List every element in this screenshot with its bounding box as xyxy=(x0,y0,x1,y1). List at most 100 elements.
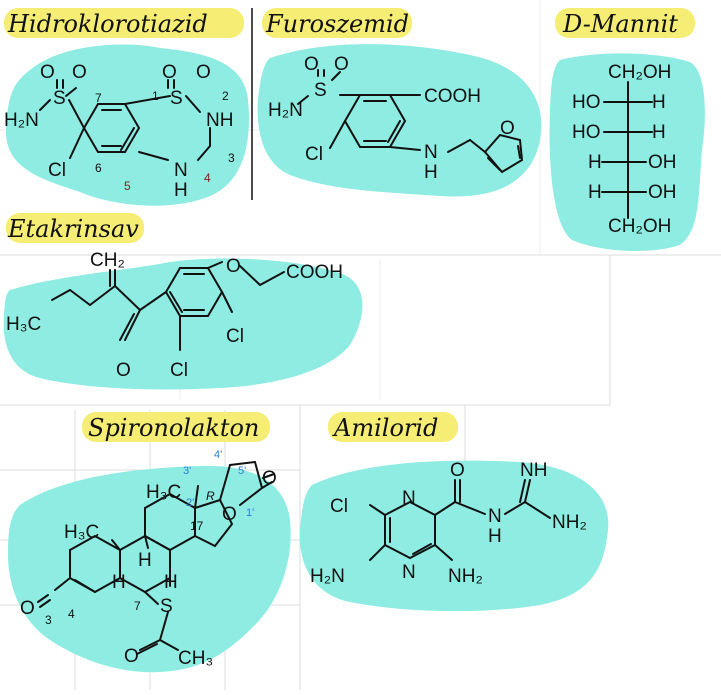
spiro-h3c-a: H₃C xyxy=(64,522,99,543)
spiro-num-2p: 2' xyxy=(186,497,194,509)
furo-h: H xyxy=(424,162,438,183)
structure-spironolactone: H₃C H₃C H H H O O O S O CH₃ R 17 3 4 7 3… xyxy=(20,449,277,669)
spiro-o-lac: O xyxy=(262,468,277,489)
mannit-row1-left: HO xyxy=(572,92,601,113)
hctz-n: N xyxy=(174,160,188,181)
hctz-num-5: 5 xyxy=(124,179,131,193)
furo-cooh: COOH xyxy=(424,86,481,107)
amilorid-h-amide: H xyxy=(488,526,502,547)
amilorid-cl: Cl xyxy=(330,496,348,517)
mannit-row1-right: H xyxy=(652,92,666,113)
hctz-cl: Cl xyxy=(48,160,66,181)
structure-hydrochlorothiazide: O O S H₂N O O S NH N H Cl 7 1 2 3 4 5 6 xyxy=(4,62,235,201)
mannit-row3-right: OH xyxy=(648,152,677,173)
spiro-h3c-b: H₃C xyxy=(146,482,181,503)
hctz-s1: S xyxy=(53,88,66,109)
spiro-o-keto: O xyxy=(20,598,35,619)
highlight-amilorid xyxy=(328,412,458,442)
spiro-num-3p: 3' xyxy=(183,465,191,477)
mannit-row3-left: H xyxy=(588,152,602,173)
amilorid-n1: N xyxy=(402,488,416,509)
furo-o-ring: O xyxy=(500,118,515,139)
highlight-spiro xyxy=(82,412,270,442)
hctz-h2n: H₂N xyxy=(4,110,39,131)
spiro-num-4: 4 xyxy=(68,607,75,621)
mannit-row4-right: OH xyxy=(648,182,677,203)
etakrin-ch2: CH₂ xyxy=(90,250,125,271)
titles: Hidroklorotiazid Furoszemid D-Mannit Eta… xyxy=(7,10,678,442)
amilorid-n2: N xyxy=(402,562,416,583)
etakrin-cl2: Cl xyxy=(170,360,188,381)
blob-spiro xyxy=(8,465,291,673)
spiro-o-ring: O xyxy=(222,504,237,525)
mannit-row2-right: H xyxy=(652,122,666,143)
spiro-r: R xyxy=(206,489,215,503)
etakrin-o-keto: O xyxy=(116,360,131,381)
spiro-num-7: 7 xyxy=(134,599,141,613)
highlight-mannit xyxy=(555,8,695,38)
mannit-bottom: CH₂OH xyxy=(608,216,671,237)
hctz-o3: O xyxy=(162,62,177,83)
structure-furosemide: O O S H₂N COOH Cl N H O xyxy=(268,54,524,183)
furo-n: N xyxy=(424,142,438,163)
hctz-h: H xyxy=(174,180,188,201)
etakrin-cooh: COOH xyxy=(286,262,343,283)
blob-amilorid xyxy=(299,460,609,612)
spiro-num-4p: 4' xyxy=(214,449,222,461)
amilorid-nh2-right: NH₂ xyxy=(552,512,587,533)
spiro-o-ac: O xyxy=(124,646,139,667)
spiro-s: S xyxy=(160,596,173,617)
blob-hctz xyxy=(5,44,249,206)
etakrin-o-ether: O xyxy=(226,256,241,277)
hctz-num-1: 1 xyxy=(152,89,159,103)
structure-amiloride: Cl N N O NH N H NH₂ H₂N NH₂ xyxy=(310,460,587,587)
mannit-top: CH₂OH xyxy=(608,62,671,83)
furo-o2: O xyxy=(334,54,349,75)
etakrin-h3c: H₃C xyxy=(6,314,41,335)
title-mannit: D-Mannit xyxy=(562,10,678,38)
structure-mannitol: CH₂OH HO H HO H H OH H OH CH₂OH xyxy=(572,62,677,237)
furo-h2n: H₂N xyxy=(268,100,303,121)
hctz-num-2: 2 xyxy=(222,89,229,103)
spiro-num-1p: 1' xyxy=(246,507,254,519)
spiro-num-3: 3 xyxy=(45,613,52,627)
hctz-num-3: 3 xyxy=(228,151,235,165)
amilorid-nh: NH xyxy=(520,460,547,481)
title-etakrin: Etakrinsav xyxy=(7,215,139,243)
mannit-row4-left: H xyxy=(588,182,602,203)
highlight-furo xyxy=(262,8,412,38)
amilorid-h2n: H₂N xyxy=(310,566,345,587)
furo-o1: O xyxy=(304,54,319,75)
hctz-nh: NH xyxy=(206,110,233,131)
spiro-num-17: 17 xyxy=(190,519,204,533)
hctz-o2: O xyxy=(72,62,87,83)
spiro-ch3: CH₃ xyxy=(178,648,213,669)
title-hctz: Hidroklorotiazid xyxy=(7,10,208,38)
highlight-layer xyxy=(4,8,695,442)
title-spiro: Spironolakton xyxy=(88,414,259,442)
hctz-o1: O xyxy=(40,62,55,83)
amilorid-o: O xyxy=(450,460,465,481)
title-furo: Furoszemid xyxy=(265,10,409,38)
spiro-h3: H xyxy=(164,572,178,593)
hctz-s2: S xyxy=(170,88,183,109)
blob-layer xyxy=(3,44,705,673)
etakrin-cl1: Cl xyxy=(226,326,244,347)
hctz-num-7: 7 xyxy=(95,91,102,105)
highlight-etakrin xyxy=(6,213,144,243)
furo-cl: Cl xyxy=(305,144,323,165)
hctz-o4: O xyxy=(196,62,211,83)
mannit-row2-left: HO xyxy=(572,122,601,143)
highlight-hctz xyxy=(4,8,244,38)
furo-s: S xyxy=(314,80,327,101)
title-amilorid: Amilorid xyxy=(332,414,438,442)
amilorid-n-amide: N xyxy=(488,506,502,527)
structure-ethacrynic-acid: O COOH CH₂ H₃C Cl O Cl xyxy=(6,250,343,381)
spiro-h1: H xyxy=(138,550,152,571)
spiro-h2: H xyxy=(112,572,126,593)
amilorid-nh2-bottom: NH₂ xyxy=(448,566,483,587)
hctz-num-6: 6 xyxy=(95,161,102,175)
hctz-num-4: 4 xyxy=(204,171,211,185)
spiro-num-5p: 5' xyxy=(238,465,246,477)
